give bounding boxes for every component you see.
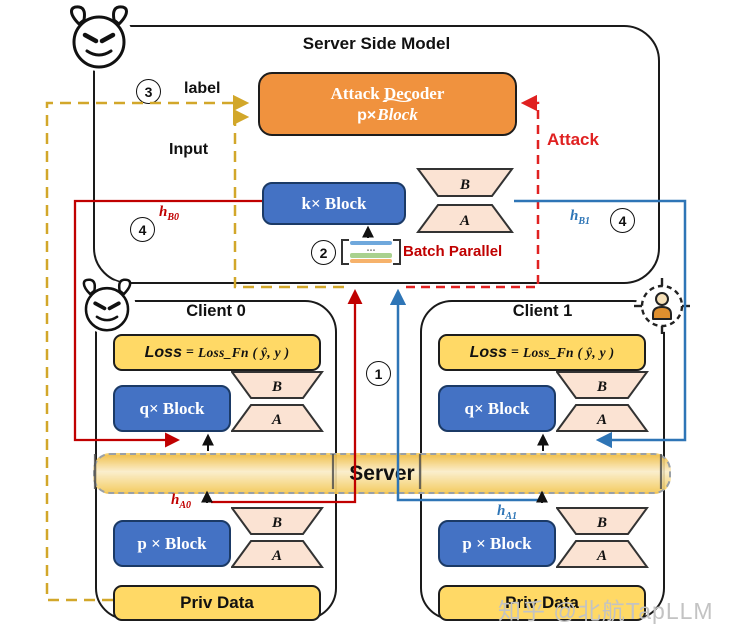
adapter-a-label: A xyxy=(459,213,470,229)
client1-q-block: q× Block xyxy=(438,385,556,432)
step-2-badge: 2 xyxy=(311,240,336,265)
signal-h-b1: hB1 xyxy=(570,208,591,227)
client0-upper-adapters: B A xyxy=(231,371,324,432)
devil-icon-client0 xyxy=(78,278,136,334)
label-text: label xyxy=(184,80,221,97)
step-1-badge: 1 xyxy=(366,361,391,386)
server-lora-adapters: B A xyxy=(416,168,514,233)
server-side-model-title: Server Side Model xyxy=(302,34,451,53)
client1-p-block: p × Block xyxy=(438,520,556,567)
batch-parallel-icon: … xyxy=(341,239,401,265)
input-text: Input xyxy=(169,141,209,158)
client1-upper-adapters: B A xyxy=(556,371,649,432)
attack-text: Attack xyxy=(547,130,599,149)
signal-h-b0: hB0 xyxy=(159,204,180,223)
target-user-icon-client1 xyxy=(634,278,690,334)
bracket-right xyxy=(393,239,401,265)
client1-loss-box: Loss = Loss_Fn ( ŷ, y ) xyxy=(438,334,646,371)
server-band: Server xyxy=(93,453,671,494)
watermark: 知乎 @北航TapLLM xyxy=(498,598,714,624)
server-band-label: Server xyxy=(349,461,415,485)
decoder-term: ~ Block xyxy=(377,93,418,125)
svg-text:A: A xyxy=(596,412,607,428)
attack-decoder-formula: p× ~ Block xyxy=(357,93,418,125)
svg-text:A: A xyxy=(271,548,282,564)
client0-loss-box: Loss = Loss_Fn ( ŷ, y ) xyxy=(113,334,321,371)
batch-stripe-dots: … xyxy=(350,245,392,254)
signal-h-a1: hA1 xyxy=(497,503,518,522)
batch-stripe-green xyxy=(350,253,392,258)
svg-text:A: A xyxy=(271,412,282,428)
svg-text:B: B xyxy=(596,379,607,395)
svg-text:B: B xyxy=(271,379,282,395)
attack-decoder-title: Attack Decoder xyxy=(330,83,445,103)
batch-stripe-orange xyxy=(350,258,392,263)
client0-priv-data: Priv Data xyxy=(113,585,321,621)
client0-p-block: p × Block xyxy=(113,520,231,567)
decoder-prefix: p× xyxy=(357,106,377,124)
client0-q-block: q× Block xyxy=(113,385,231,432)
adapter-a-shape xyxy=(556,540,649,568)
batch-stripes: … xyxy=(349,239,393,265)
devil-icon-server xyxy=(65,5,133,71)
step-3-badge: 3 xyxy=(136,79,161,104)
svg-text:A: A xyxy=(596,548,607,564)
adapter-b-shape xyxy=(556,507,649,535)
client1-priv-data: Priv Data xyxy=(438,585,646,621)
step-4-left-badge: 4 xyxy=(130,217,155,242)
svg-text:B: B xyxy=(596,515,607,531)
attack-decoder-box: Attack Decoder p× ~ Block xyxy=(258,72,517,136)
k-block: k× Block xyxy=(262,182,406,225)
svg-text:B: B xyxy=(271,515,282,531)
step-4-right-badge: 4 xyxy=(610,208,635,233)
batch-stripe-blue xyxy=(350,241,392,246)
adapter-b-label: B xyxy=(459,177,470,193)
wide-tilde: ~ xyxy=(382,92,413,110)
bracket-left xyxy=(341,239,349,265)
client1-lower-adapters: B A xyxy=(556,507,649,568)
batch-parallel-label: Batch Parallel xyxy=(403,243,503,260)
signal-h-a0: hA0 xyxy=(171,492,192,511)
client0-lower-adapters: B A xyxy=(231,507,324,568)
